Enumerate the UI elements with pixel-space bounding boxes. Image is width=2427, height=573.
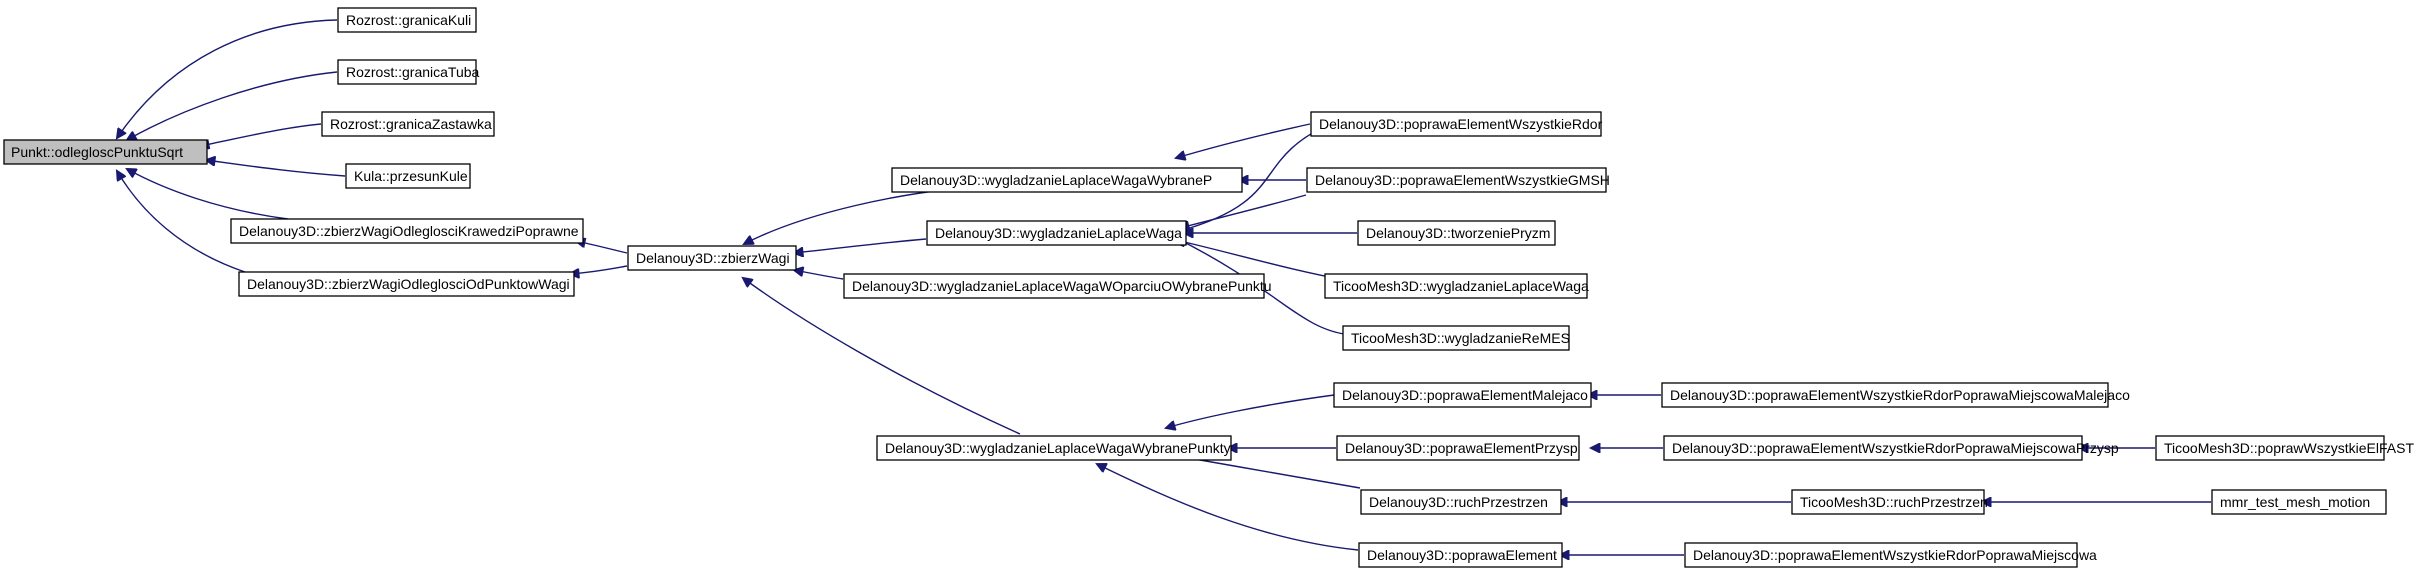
node[interactable]: Delanouy3D::poprawaElementWszystkieRdorP… [1663, 435, 2119, 461]
node[interactable]: Delanouy3D::wygladzanieLaplaceWaga [926, 220, 1187, 246]
node-label: mmr_test_mesh_motion [2220, 494, 2370, 510]
edge-n9-n7 [794, 238, 927, 253]
edge-n5-n0 [127, 169, 289, 220]
node-label: Punkt::odlegloscPunktuSqrt [11, 144, 183, 160]
node-label: Delanouy3D::poprawaElementWszystkieRdor [1319, 116, 1603, 132]
node[interactable]: Delanouy3D::wygladzanieLaplaceWagaWOparc… [843, 273, 1272, 299]
node[interactable]: TicooMesh3D::ruchPrzestrzen [1791, 489, 1988, 515]
edge-n13-n9 [1180, 194, 1307, 228]
node-label: Delanouy3D::wygladzanieLaplaceWagaWybran… [885, 440, 1231, 456]
node-label: Delanouy3D::zbierzWagi [636, 250, 790, 266]
node[interactable]: Delanouy3D::poprawaElementPrzysp [1336, 435, 1580, 461]
node[interactable]: Delanouy3D::wygladzanieLaplaceWagaWybran… [876, 435, 1232, 461]
node-label: Delanouy3D::poprawaElementPrzysp [1345, 440, 1578, 456]
node-label: Delanouy3D::wygladzanieLaplaceWaga [935, 225, 1182, 241]
edge-n4-n0 [206, 160, 346, 177]
node-label: TicooMesh3D::ruchPrzestrzen [1800, 494, 1988, 510]
node-label: Delanouy3D::poprawaElementWszystkieRdorP… [1672, 440, 2119, 456]
node-label: Delanouy3D::poprawaElementWszystkieGMSH [1315, 172, 1610, 188]
node-label: TicooMesh3D::poprawWszystkieElFAST [2164, 440, 2414, 456]
node-label: Rozrost::granicaKuli [346, 12, 471, 28]
node[interactable]: TicooMesh3D::wygladzanieReMES [1342, 325, 1570, 351]
node[interactable]: TicooMesh3D::wygladzanieLaplaceWaga [1324, 273, 1589, 299]
edge-n20-n11 [1097, 464, 1359, 551]
node[interactable]: Delanouy3D::poprawaElementMalejaco [1333, 382, 1592, 408]
node-label: Delanouy3D::tworzeniePryzm [1366, 225, 1550, 241]
node-label: Rozrost::granicaTuba [346, 64, 480, 80]
node[interactable]: mmr_test_mesh_motion [2211, 489, 2387, 515]
node-label: Delanouy3D::wygladzanieLaplaceWagaWybran… [900, 172, 1212, 188]
node[interactable]: Delanouy3D::poprawaElementWszystkieRdorP… [1684, 542, 2097, 568]
node[interactable]: Delanouy3D::poprawaElementWszystkieGMSH [1306, 167, 1610, 193]
node-label: Delanouy3D::wygladzanieLaplaceWagaWOparc… [852, 278, 1272, 294]
edge-n7-n5 [576, 241, 628, 254]
node[interactable]: Delanouy3D::tworzeniePryzm [1357, 220, 1556, 246]
edge-n3-n0 [200, 123, 322, 146]
node-label: Delanouy3D::poprawaElementMalejaco [1342, 387, 1588, 403]
edge-n17-n11 [1166, 394, 1335, 428]
edge-n12-n8 [1176, 123, 1311, 158]
node-label: Rozrost::granicaZastawka [330, 116, 492, 132]
node[interactable]: TicooMesh3D::poprawWszystkieElFAST [2155, 435, 2414, 461]
node[interactable]: Rozrost::granicaZastawka [321, 111, 495, 137]
node[interactable]: Kula::przesunKule [345, 163, 471, 189]
node-label: Delanouy3D::zbierzWagiOdleglosciKrawedzi… [239, 223, 579, 239]
node-label: TicooMesh3D::wygladzanieLaplaceWaga [1333, 278, 1589, 294]
edge-n1-n0 [117, 19, 338, 138]
node-label: Delanouy3D::poprawaElementWszystkieRdorP… [1693, 547, 2097, 563]
node[interactable]: Delanouy3D::zbierzWagiOdleglosciKrawedzi… [230, 218, 584, 244]
edge-n2-n0 [127, 71, 338, 140]
node-label: Delanouy3D::zbierzWagiOdleglosciOdPunkto… [247, 276, 570, 292]
edge-n11-n7 [743, 278, 1021, 435]
node[interactable]: Delanouy3D::poprawaElement [1358, 542, 1563, 568]
node[interactable]: Rozrost::granicaKuli [337, 7, 477, 33]
node-label: Delanouy3D::poprawaElement [1367, 547, 1557, 563]
edge-n16-n9 [1176, 238, 1352, 336]
edge-n7-n6 [570, 265, 628, 274]
node[interactable]: Delanouy3D::zbierzWagi [627, 245, 797, 271]
node[interactable]: Delanouy3D::zbierzWagiOdleglosciOdPunkto… [238, 271, 575, 297]
node-root[interactable]: Punkt::odlegloscPunktuSqrt [3, 139, 208, 165]
node[interactable]: Delanouy3D::wygladzanieLaplaceWagaWybran… [891, 167, 1243, 193]
node-label: TicooMesh3D::wygladzanieReMES [1351, 330, 1570, 346]
node[interactable]: Delanouy3D::poprawaElementWszystkieRdorP… [1661, 382, 2130, 408]
edge-n10-n7 [794, 270, 844, 280]
node-label: Delanouy3D::poprawaElementWszystkieRdorP… [1670, 387, 2130, 403]
edge-n6-n0 [117, 171, 246, 273]
node-label: Kula::przesunKule [354, 168, 468, 184]
node-label: Delanouy3D::ruchPrzestrzen [1369, 494, 1548, 510]
node[interactable]: Delanouy3D::ruchPrzestrzen [1360, 489, 1562, 515]
node[interactable]: Delanouy3D::poprawaElementWszystkieRdor [1310, 111, 1603, 137]
node[interactable]: Rozrost::granicaTuba [337, 59, 480, 85]
